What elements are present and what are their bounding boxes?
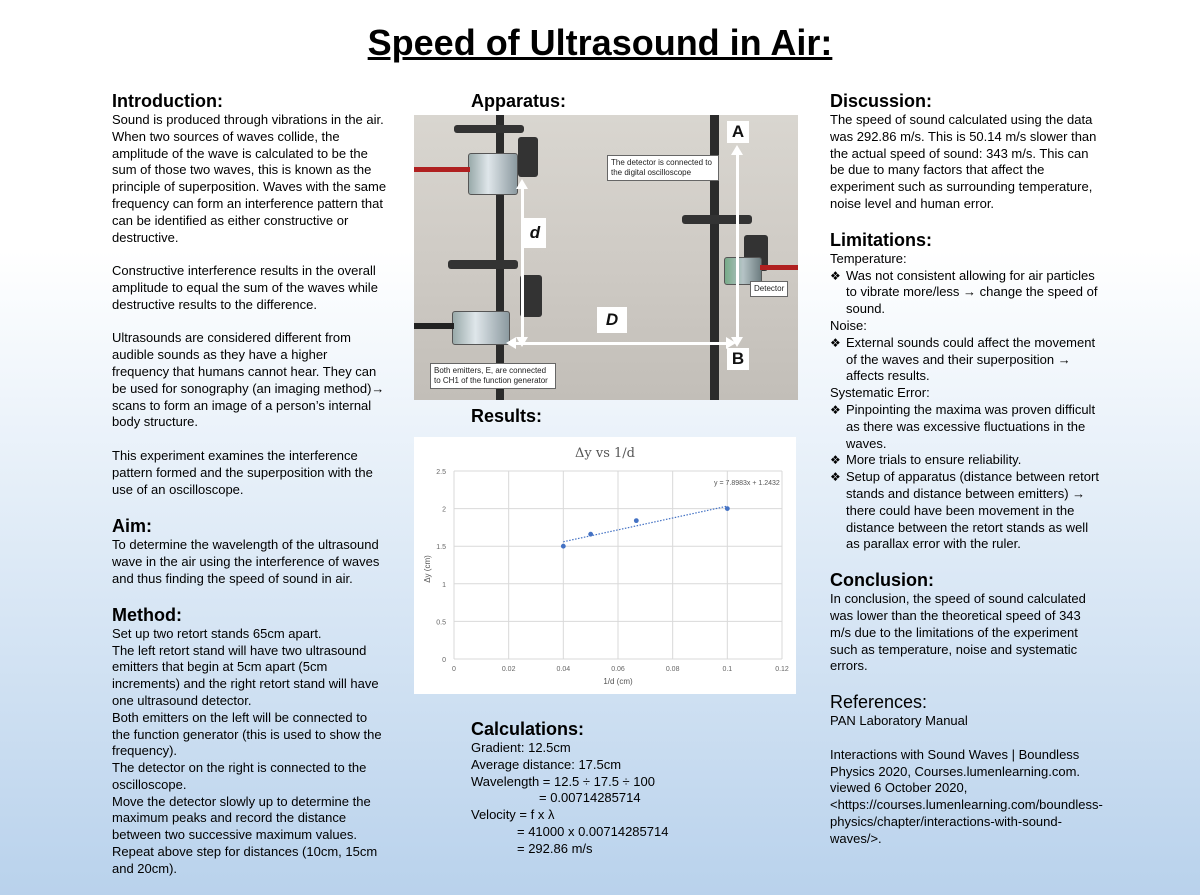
chart-y-tick-label: 0.5 <box>436 619 446 626</box>
chart-x-tick-label: 0.08 <box>666 666 680 673</box>
temperature-bullet: ❖ Was not consistent allowing for air pa… <box>830 267 1098 317</box>
bullet-icon: ❖ <box>830 470 841 485</box>
systematic-label: Systematic Error: <box>830 385 930 401</box>
noise-bullet: ❖ External sounds could affect the movem… <box>830 334 1096 384</box>
chart-trendline <box>563 505 728 543</box>
left-retort-rod <box>496 115 504 400</box>
label-d-big: D <box>597 307 627 333</box>
conclusion-text: In conclusion, the speed of sound calcul… <box>830 591 1086 674</box>
chart-data-point <box>588 531 594 537</box>
upper-emitter <box>468 153 518 195</box>
method-heading: Method: <box>112 604 182 625</box>
calc-line-wavelength-result: = 0.00714285714 <box>539 790 641 806</box>
calc-line-wavelength: Wavelength = 12.5 ÷ 17.5 ÷ 100 <box>471 773 655 789</box>
chart-x-tick-label: 0.1 <box>722 666 732 673</box>
calculations-section: Calculations: Gradient: 12.5cm Average d… <box>471 718 811 858</box>
discussion-text: The speed of sound calculated using the … <box>830 112 1097 211</box>
bullet-icon: ❖ <box>830 402 841 417</box>
chart-y-tick-label: 0 <box>442 657 446 664</box>
detector-label: Detector <box>750 281 789 297</box>
intro-paragraph-3: Ultrasounds are considered different fro… <box>112 330 385 430</box>
results-chart-svg: Δy vs 1/d Δy (cm) 1/d (cm) 0 0.02 0.04 0.06… <box>423 446 789 686</box>
chart-y-tick-label: 1 <box>442 582 446 589</box>
calc-line-velocity-result: = 292.86 m/s <box>517 840 593 856</box>
chart-data-point <box>724 506 730 511</box>
trendline-equation: y = 7.8983x + 1.2432 <box>714 480 780 487</box>
chart-x-tick-label: 0.02 <box>502 666 516 673</box>
intro-paragraph-1: Sound is produced through vibrations in … <box>112 112 387 245</box>
conclusion-heading: Conclusion: <box>830 570 934 591</box>
right-retort-rod <box>710 115 719 400</box>
chart-y-tick-label: 1.5 <box>436 544 446 551</box>
bullet-icon: ❖ <box>830 335 841 350</box>
method-line-3: Both emitters on the left will be connec… <box>112 709 382 759</box>
calculations-heading: Calculations: <box>471 719 585 739</box>
lower-emitter <box>452 311 510 345</box>
bullet-icon: ❖ <box>830 453 841 468</box>
calc-line-velocity: Velocity = f x λ <box>471 807 555 823</box>
temperature-label: Temperature: <box>830 250 907 266</box>
systematic-bullet-3: ❖ Setup of apparatus (distance between r… <box>830 469 1099 552</box>
systematic-bullet-2: ❖ More trials to ensure reliability. <box>830 452 1022 468</box>
chart-x-tick-label: 0.12 <box>775 666 789 673</box>
chart-x-tick-label: 0 <box>452 666 456 673</box>
bullet-icon: ❖ <box>830 268 841 283</box>
calc-line-distance: Average distance: 17.5cm <box>471 756 622 772</box>
results-chart: Δy vs 1/d Δy (cm) 1/d (cm) 0 0.02 0.04 0.06… <box>414 437 796 694</box>
references-heading: References: <box>830 692 928 713</box>
chart-data-point <box>633 518 639 524</box>
method-line-1: Set up two retort stands 65cm apart. <box>112 625 322 641</box>
systematic-bullet-1: ❖ Pinpointing the maxima was proven diff… <box>830 401 1096 451</box>
poster-title: Speed of Ultrasound in Air: <box>367 22 833 63</box>
chart-x-axis-label: 1/d (cm) <box>603 677 633 686</box>
apparatus-photo: A B d D The detector is connected to the… <box>414 115 798 400</box>
discussion-heading: Discussion: <box>830 91 933 111</box>
emitters-label: Both emitters, E, are connected to CH1 o… <box>430 363 556 389</box>
aim-text: To determine the wavelength of the ultra… <box>112 537 380 586</box>
calc-line-gradient: Gradient: 12.5cm <box>471 740 571 755</box>
chart-data-point <box>560 543 566 549</box>
limitations-heading: Limitations: <box>830 229 932 250</box>
detector-connection-label: The detector is connected to the digital… <box>607 155 719 181</box>
method-line-4: The detector on the right is connected t… <box>112 760 367 792</box>
chart-y-axis-label: Δy (cm) <box>423 555 432 583</box>
method-line-6: Repeat above step for distances (10cm, 1… <box>112 844 378 876</box>
apparatus-heading: Apparatus: <box>471 91 567 111</box>
label-b: B <box>727 348 749 370</box>
chart-y-tick-label: 2.5 <box>436 469 446 476</box>
label-a: A <box>727 121 749 143</box>
intro-paragraph-2: Constructive interference results in the… <box>112 263 378 312</box>
reference-1: PAN Laboratory Manual <box>830 713 968 729</box>
method-line-2: The left retort stand will have two ultr… <box>112 642 379 708</box>
chart-x-tick-label: 0.04 <box>557 666 571 673</box>
chart-x-tick-label: 0.06 <box>611 666 625 673</box>
calc-line-velocity-sub: = 41000 x 0.00714285714 <box>517 823 669 839</box>
results-heading: Results: <box>471 406 543 426</box>
right-column: Discussion: The speed of sound calculate… <box>830 90 1105 847</box>
chart-title: Δy vs 1/d <box>575 446 635 461</box>
method-line-5: Move the detector slowly up to determine… <box>112 793 371 843</box>
intro-paragraph-4: This experiment examines the interferenc… <box>112 447 373 497</box>
detector-device <box>724 257 762 285</box>
label-d-small: d <box>524 218 546 248</box>
reference-2: Interactions with Sound Waves | Boundles… <box>830 746 1103 846</box>
noise-label: Noise: <box>830 317 867 333</box>
left-column: Introduction: Sound is produced through … <box>112 90 387 878</box>
aim-heading: Aim: <box>112 516 152 537</box>
introduction-heading: Introduction: <box>112 91 223 111</box>
chart-y-tick-label: 2 <box>442 507 446 514</box>
